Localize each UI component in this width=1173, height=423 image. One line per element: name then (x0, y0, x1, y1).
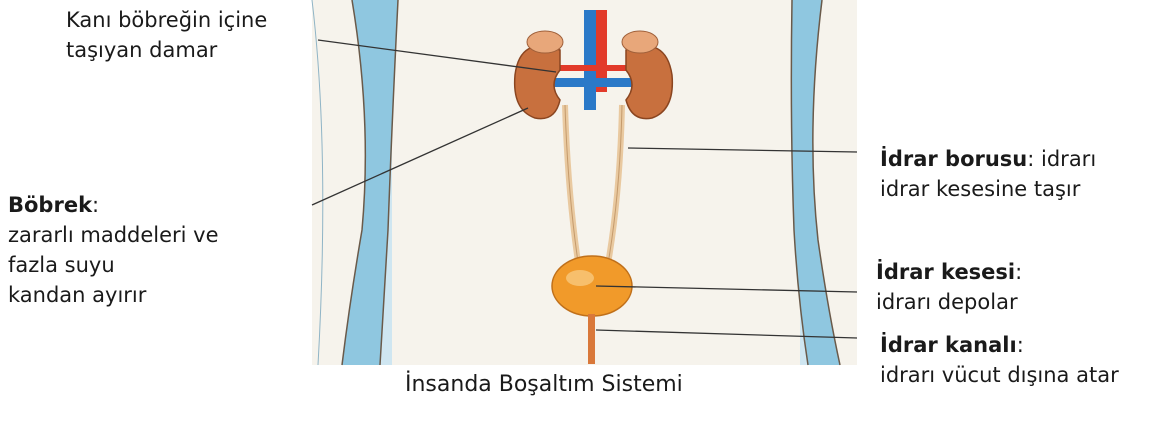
label-term: Böbrek (8, 193, 92, 217)
label-bladder: İdrar kesesi: idrarı depolar (876, 257, 1022, 317)
urethra (588, 314, 595, 364)
label-urethra: İdrar kanalı: idrarı vücut dışına atar (880, 330, 1119, 390)
label-line: kandan ayırır (8, 280, 219, 310)
label-term: İdrar kanalı (880, 333, 1017, 357)
vena-cava (584, 10, 596, 110)
label-term: İdrar borusu (880, 147, 1027, 171)
label-renal-artery: Kanı böbreğin içine taşıyan damar (66, 5, 267, 65)
label-line: taşıyan damar (66, 35, 267, 65)
renal-vein (548, 78, 638, 87)
label-line: fazla suyu (8, 250, 219, 280)
label-line: idrarı vücut dışına atar (880, 360, 1119, 390)
label-ureter: İdrar borusu: idrarı idrar kesesine taşı… (880, 144, 1096, 204)
left-adrenal-gland (527, 31, 563, 53)
left-kidney (515, 46, 560, 119)
right-kidney (626, 46, 672, 119)
figure-caption: İnsanda Boşaltım Sistemi (405, 372, 683, 397)
label-line: zararlı maddeleri ve (8, 220, 219, 250)
right-adrenal-gland (622, 31, 658, 53)
label-kidney: Böbrek: zararlı maddeleri ve fazla suyu … (8, 190, 219, 310)
label-line: idrarı depolar (876, 287, 1022, 317)
label-term: İdrar kesesi (876, 260, 1015, 284)
label-line: Kanı böbreğin içine (66, 5, 267, 35)
label-line: idrar kesesine taşır (880, 174, 1096, 204)
